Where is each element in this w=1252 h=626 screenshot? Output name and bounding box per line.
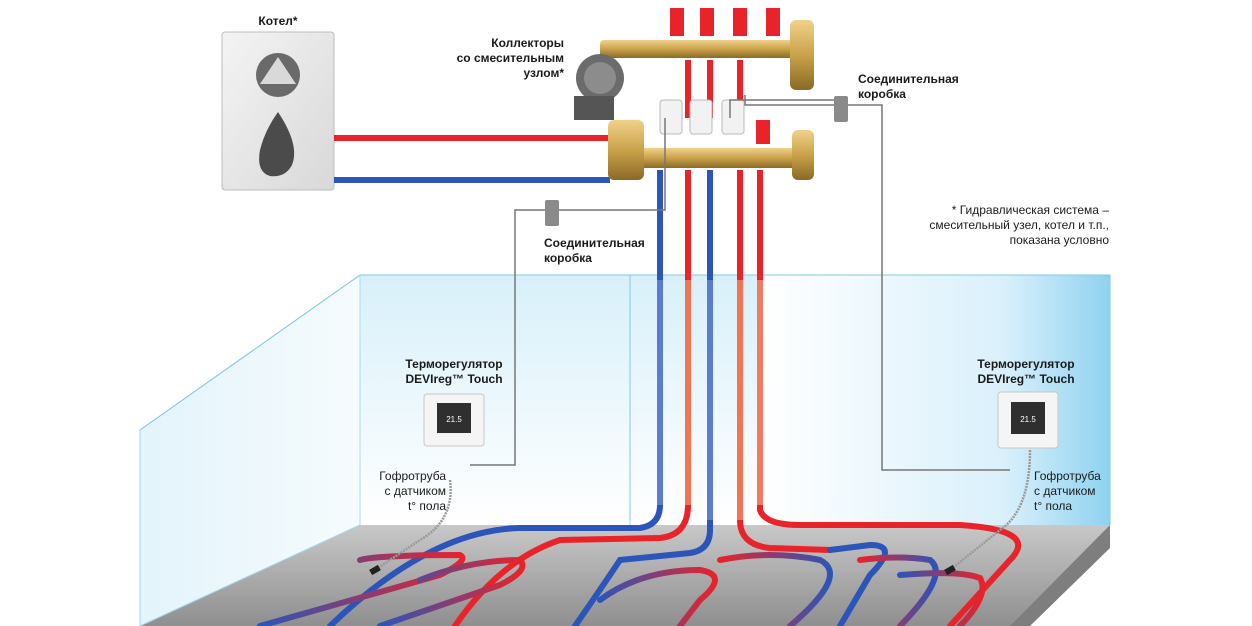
junction-box-icon (834, 96, 848, 122)
thermostat-left-display: 21.5 (446, 415, 462, 424)
right-wall-shade (760, 275, 1110, 525)
boiler-flame-icon (259, 112, 295, 177)
floor-sensor-icon (944, 564, 956, 576)
thermostat-right-display: 21.5 (1020, 415, 1036, 424)
collectors-label: Коллекторы со смесительным узлом* (456, 36, 564, 80)
boiler-label: Котел* (258, 14, 298, 28)
junction-box-icon (545, 200, 559, 226)
thermostat-right-label: Терморегулятор DEVIreg™ Touch (977, 357, 1075, 386)
junction-box-left-label: Соединительная коробка (544, 236, 645, 265)
thermostat-right: 21.5 (997, 391, 1059, 449)
sensor-left-label: Гофротруба с датчиком t° пола (379, 469, 446, 513)
room (139, 274, 1111, 626)
floor-sensor-icon (369, 564, 381, 576)
boiler-pipes (334, 135, 620, 183)
manifold (574, 8, 814, 180)
note-label: * Гидравлическая система – смесительный … (929, 203, 1109, 247)
junction-box-top-label: Соединительная коробка (858, 72, 959, 101)
floor-slab (140, 525, 1110, 626)
floor-front-edge (1010, 525, 1110, 626)
control-cables (374, 95, 1032, 572)
sensor-right-label: Гофротруба с датчиком t° пола (1034, 469, 1101, 513)
wall-outline (139, 274, 1111, 525)
floor-heating-loops (257, 272, 1022, 626)
thermostat-left-label: Терморегулятор DEVIreg™ Touch (405, 357, 503, 386)
boiler (221, 31, 335, 191)
thermostat-left: 21.5 (423, 393, 485, 447)
